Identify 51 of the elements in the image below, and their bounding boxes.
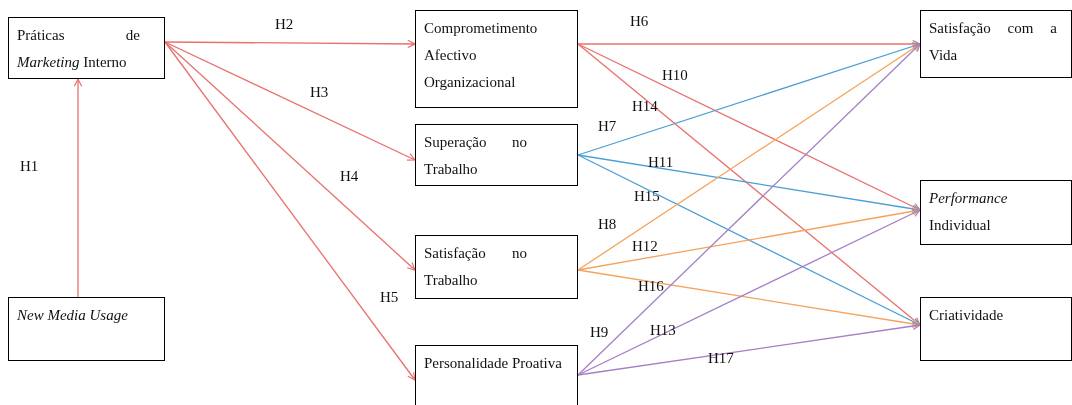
edge-label: H14 bbox=[632, 98, 658, 115]
edge-label: H2 bbox=[275, 16, 294, 33]
concept-box bbox=[8, 297, 165, 361]
edge-label: H16 bbox=[638, 278, 664, 295]
arrow bbox=[577, 43, 921, 376]
concept-label: Criatividade bbox=[929, 306, 1005, 325]
edge-label: H10 bbox=[662, 67, 688, 84]
concept-box bbox=[415, 235, 578, 299]
concept-box bbox=[415, 124, 578, 186]
concept-box bbox=[8, 17, 165, 79]
edge-label: H13 bbox=[650, 322, 676, 339]
edge-label: H7 bbox=[598, 118, 617, 135]
edge-label: H3 bbox=[310, 84, 329, 101]
concept-label: Satisfação com a Vida bbox=[929, 19, 1057, 65]
concept-box bbox=[415, 10, 578, 108]
arrow bbox=[577, 43, 921, 271]
edge-label: H1 bbox=[20, 158, 39, 175]
edge-label: H11 bbox=[648, 154, 674, 171]
concept-label: Comprometimento Afectivo Organizacional bbox=[424, 19, 539, 92]
edge-label: H12 bbox=[632, 238, 658, 255]
arrow bbox=[577, 209, 921, 376]
arrow bbox=[577, 43, 921, 326]
concept-box bbox=[415, 345, 578, 405]
arrow bbox=[164, 39, 416, 49]
edge-label: H4 bbox=[340, 168, 359, 185]
edge-label: H15 bbox=[634, 188, 660, 205]
arrow bbox=[577, 43, 921, 211]
concept-label: Superação no Trabalho bbox=[424, 133, 527, 179]
edge-label: H17 bbox=[708, 350, 734, 367]
arrow bbox=[164, 41, 416, 381]
arrow bbox=[577, 269, 921, 328]
arrow bbox=[577, 154, 921, 326]
concept-box bbox=[920, 297, 1072, 361]
arrow bbox=[73, 78, 83, 298]
edge-label: H8 bbox=[598, 216, 617, 233]
concept-label: New Media Usage bbox=[17, 306, 129, 325]
edge-label: H6 bbox=[630, 13, 649, 30]
concept-box bbox=[920, 10, 1072, 78]
arrow bbox=[164, 41, 416, 161]
edge-label: H5 bbox=[380, 289, 399, 306]
concept-label: Práticas de Marketing Interno bbox=[17, 26, 140, 72]
edge-label: H9 bbox=[590, 324, 609, 341]
concept-label: Performance Individual bbox=[929, 189, 1009, 235]
arrow bbox=[164, 41, 416, 271]
arrow bbox=[577, 39, 921, 49]
concept-label: Personalidade Proativa bbox=[424, 354, 563, 373]
concept-box bbox=[920, 180, 1072, 245]
concept-label: Satisfação no Trabalho bbox=[424, 244, 527, 290]
arrow bbox=[577, 154, 921, 213]
arrow bbox=[577, 42, 921, 156]
arrow bbox=[577, 321, 921, 376]
